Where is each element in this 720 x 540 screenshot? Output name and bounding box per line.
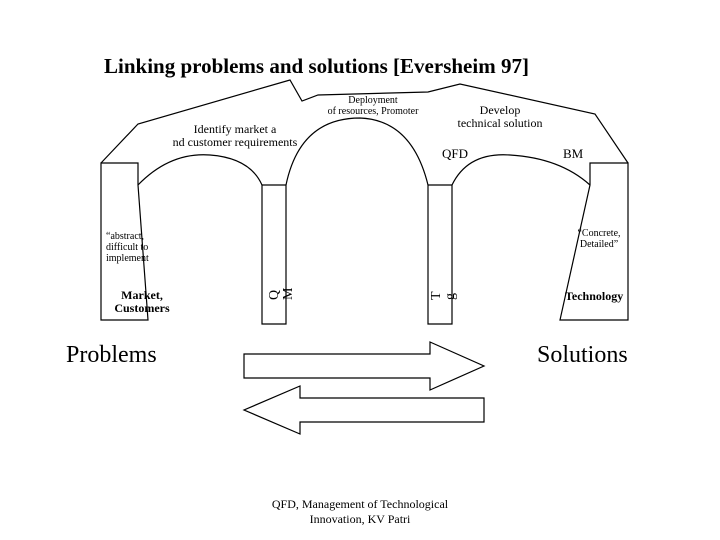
middle-inner-arch (285, 117, 429, 186)
right-pillar (559, 162, 629, 321)
abstract-note-line3: implement (106, 253, 149, 264)
middle-pillar-1 (261, 184, 287, 325)
develop-line1: Develop (479, 103, 521, 117)
develop-label: Develop technical solution (440, 104, 560, 130)
customers-line: Customers (114, 301, 170, 315)
bm-label: BM (563, 146, 584, 161)
market-line: Market, (121, 288, 163, 302)
concrete-note-line1: “Concrete, (577, 228, 621, 239)
qfd-label: QFD (442, 146, 469, 161)
middle-pillar-1-label: Q M (267, 287, 296, 300)
arch-outline (100, 79, 629, 164)
abstract-note-line1: “abstract, (106, 231, 145, 242)
arrow-right (243, 341, 486, 391)
footer: QFD, Management of Technological Innovat… (0, 497, 720, 527)
left-pillar (100, 162, 149, 321)
identify-market-label: Identify market a nd customer requiremen… (150, 123, 320, 149)
deployment-line1: Deployment (348, 95, 398, 106)
right-inner-arch (451, 154, 591, 186)
concrete-note: “Concrete, Detailed” (566, 228, 632, 250)
deployment-label: Deployment of resources, Promoter (318, 95, 428, 117)
arrow-left (242, 385, 485, 435)
footer-line1: QFD, Management of Technological (271, 497, 449, 511)
middle-pillar-1-line2: M (281, 287, 296, 300)
middle-pillar-2-label: T g (429, 291, 458, 300)
technology-label: Technology (565, 289, 624, 303)
left-inner-arch (137, 154, 263, 186)
identify-market-line1: Identify market a (193, 122, 277, 136)
market-customers-label: Market, Customers (104, 289, 180, 315)
middle-pillar-2 (427, 184, 453, 325)
identify-market-line2: nd customer requirements (172, 135, 298, 149)
solutions-label: Solutions (537, 342, 628, 368)
deployment-line2: of resources, Promoter (327, 106, 419, 117)
middle-pillar-2-line2: g (443, 293, 458, 300)
middle-pillar-1-line1: Q (267, 289, 282, 300)
develop-line2: technical solution (457, 116, 543, 130)
problems-label: Problems (66, 342, 157, 368)
middle-pillar-2-line1: T (429, 291, 444, 300)
slide-title: Linking problems and solutions [Evershei… (104, 54, 529, 78)
footer-line2: Innovation, KV Patri (309, 512, 411, 526)
abstract-note-line2: difficult to (106, 242, 149, 253)
concrete-note-line2: Detailed” (579, 239, 619, 250)
abstract-note: “abstract, difficult to implement (106, 231, 149, 264)
